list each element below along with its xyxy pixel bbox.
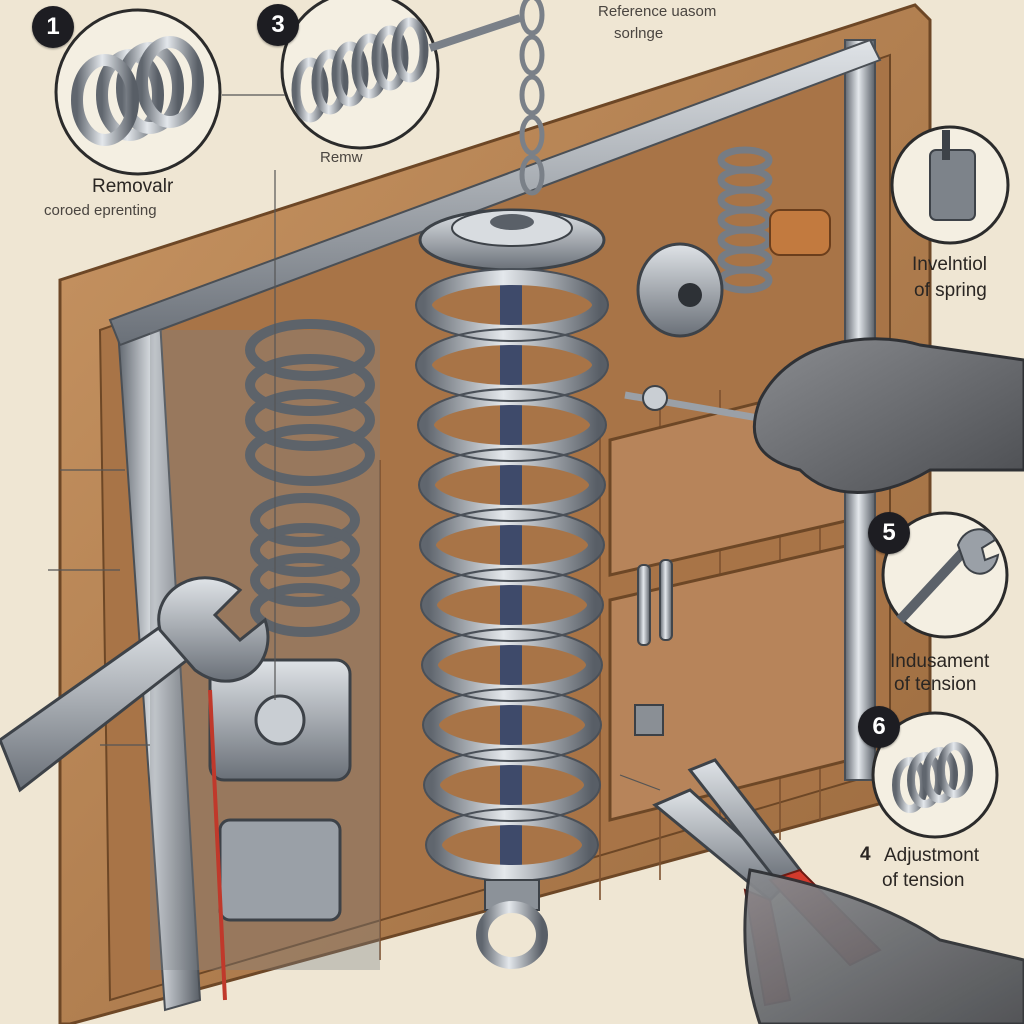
callout-right-title: Invelntiol [912, 254, 987, 275]
top-spring-assembly [636, 146, 831, 338]
door-bracket-icon [890, 125, 1010, 245]
callout-4-subtitle: of tension [882, 870, 965, 891]
callout-1-title: Removalr [92, 176, 174, 197]
callout-4-number: 4 [860, 844, 871, 865]
inset-spring-removal [54, 8, 222, 176]
step-badge-3: 3 [257, 4, 299, 46]
chain [519, 0, 545, 196]
callout-right-subtitle: of spring [914, 280, 987, 301]
wrench-icon [0, 576, 270, 793]
inset-coil [871, 711, 999, 839]
step-badge-5: 5 [868, 512, 910, 554]
gloved-hand-icon [752, 337, 1024, 494]
step-badge-6: 6 [858, 706, 900, 748]
pliers-icon [652, 758, 1024, 1024]
callout-3-caption: Remw [320, 149, 363, 166]
inset-spring-reference [280, 0, 522, 150]
callout-5-subtitle: of tension [894, 674, 977, 695]
callout-5-title: Indusament [890, 651, 990, 672]
step-badge-1: 1 [32, 6, 74, 48]
callout-1-subtitle: coroed eprenting [44, 202, 157, 219]
callout-3-subtitle: sorlnge [614, 25, 664, 42]
callout-4-title: Adjustmont [884, 845, 980, 866]
coil-spring-icon [415, 208, 609, 969]
callout-3-title: Reference uasom [598, 3, 717, 20]
inset-wrench [881, 511, 1009, 639]
